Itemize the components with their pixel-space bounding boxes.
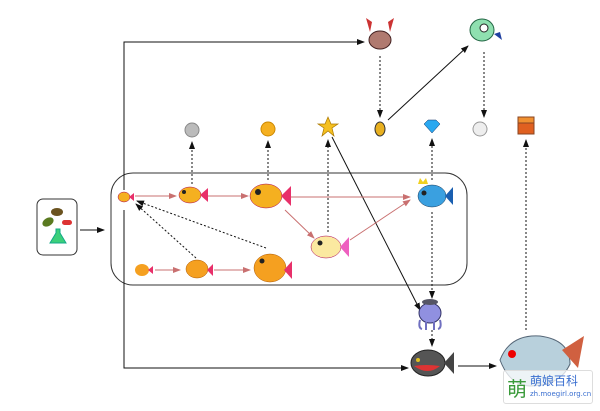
watermark-logo: 萌 xyxy=(507,377,527,401)
guppy-large-icon xyxy=(249,183,291,209)
treasure-chest-icon xyxy=(517,116,535,135)
baby-breeder-large-icon xyxy=(253,253,292,283)
alien-icon xyxy=(469,18,502,42)
guppy-medium-icon xyxy=(178,186,208,204)
gold-coin-icon xyxy=(260,121,276,137)
arrow-to-carnivore xyxy=(123,210,409,371)
beetle-icon xyxy=(374,121,386,137)
potion-icon xyxy=(49,228,67,244)
watermark-name: 萌娘百科 xyxy=(530,374,579,388)
star-icon xyxy=(316,116,340,137)
pellet-icon xyxy=(51,208,63,216)
evolve-arrow xyxy=(284,209,315,239)
food-box xyxy=(36,198,78,256)
king-guppy-icon xyxy=(417,178,453,208)
silver-coin-icon xyxy=(184,122,200,138)
pearl-icon xyxy=(472,121,488,137)
arrow-star-to-octopus xyxy=(331,136,421,311)
baby-breeder-small-icon xyxy=(135,264,153,276)
baby-breeder-medium-icon xyxy=(185,259,213,279)
watermark-url: zh.moegirl.org.cn xyxy=(530,390,592,398)
arrow-baby-to-guppy xyxy=(135,203,197,259)
breeder-pink-guppy-icon xyxy=(310,235,349,259)
food-icons xyxy=(42,208,72,244)
arrow-beetle-to-alien xyxy=(387,45,469,121)
capsule-icon xyxy=(62,220,72,225)
watermark: 萌 萌娘百科 zh.moegirl.org.cn xyxy=(503,370,593,404)
arrow-to-crab xyxy=(123,39,365,190)
octopus-icon xyxy=(418,299,442,330)
fish-group-frame xyxy=(110,172,468,286)
crab-icon xyxy=(366,18,394,50)
food-pellet-green-icon xyxy=(42,217,54,227)
carnivore-fish-icon xyxy=(410,349,454,377)
diamond-icon xyxy=(423,119,441,134)
arrow-breeder-to-guppy xyxy=(136,200,267,249)
evolve-arrow xyxy=(349,199,411,241)
guppy-small-icon xyxy=(117,191,134,203)
